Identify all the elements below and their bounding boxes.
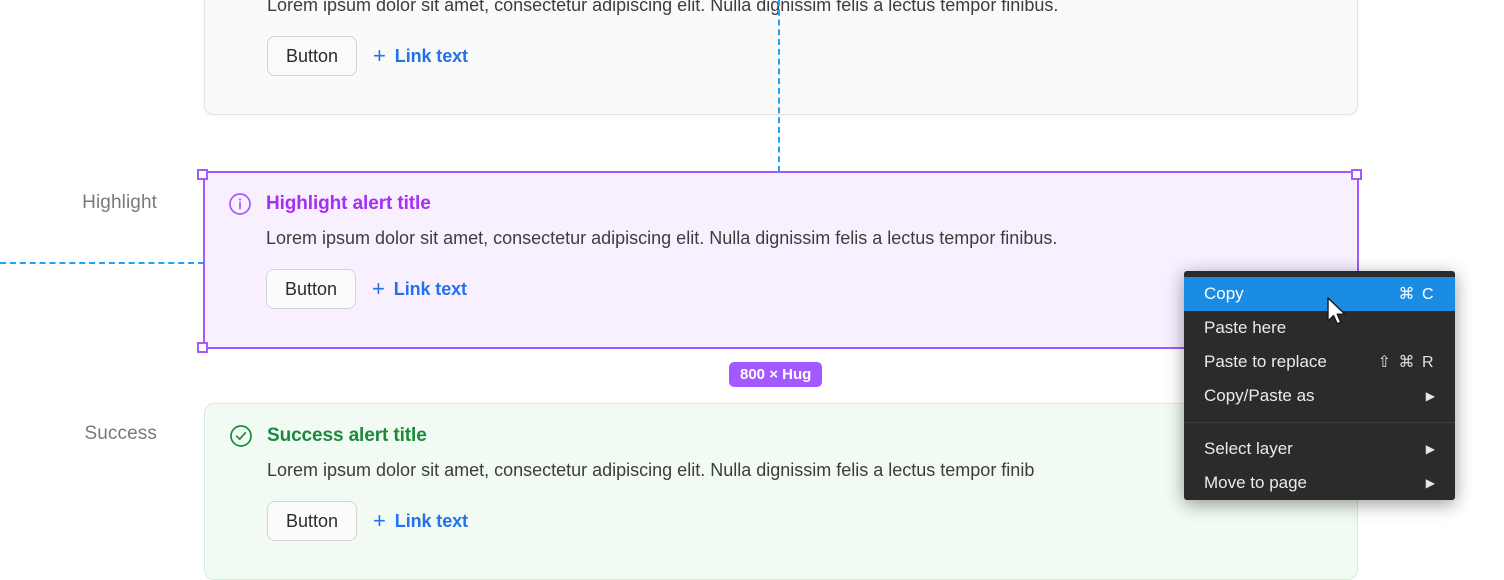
context-menu-item-label: Paste to replace [1204,352,1327,371]
context-menu-item-select-layer[interactable]: Select layer ▶ [1184,432,1455,466]
row-label-highlight: Highlight [82,192,157,213]
row-label-success: Success [84,423,157,444]
alert-actions: Button + Link text [266,269,1334,309]
alert-link[interactable]: + Link text [373,508,468,533]
context-menu-item-paste-to-replace[interactable]: Paste to replace ⇧ ⌘ R [1184,345,1455,379]
alignment-guide-horizontal [0,262,204,264]
alert-body-text: Lorem ipsum dolor sit amet, consectetur … [267,0,1059,15]
alert-actions: Button + Link text [267,501,1333,541]
submenu-arrow-icon: ▶ [1425,476,1435,490]
alert-body-text: Lorem ipsum dolor sit amet, consectetur … [267,460,1035,480]
context-menu-item-label: Copy [1204,284,1244,303]
context-menu-item-label: Move to page [1204,473,1308,492]
alert-link-label: Link text [393,278,467,299]
context-menu-item-copy-paste-as[interactable]: Copy/Paste as ▶ [1184,379,1455,413]
alert-title: Success alert title [267,425,427,446]
selection-handle-top-left[interactable] [197,169,208,180]
info-circle-icon [228,192,252,216]
context-menu-item-paste-here[interactable]: Paste here [1184,311,1455,345]
alert-card-neutral: Lorem ipsum dolor sit amet, consectetur … [204,0,1358,115]
alert-actions: Button + Link text [267,36,1333,76]
plus-icon: + [373,43,386,68]
check-circle-icon [229,424,253,448]
alert-button[interactable]: Button [267,36,358,76]
alert-card-highlight[interactable]: Highlight alert title Lorem ipsum dolor … [204,172,1358,348]
context-menu-item-label: Paste here [1204,318,1287,337]
submenu-arrow-icon: ▶ [1425,442,1435,456]
context-menu-item-label: Select layer [1204,439,1293,458]
alert-button[interactable]: Button [267,501,358,541]
alert-body-text: Lorem ipsum dolor sit amet, consectetur … [266,228,1058,248]
submenu-arrow-icon: ▶ [1425,389,1435,403]
context-menu-item-label: Copy/Paste as [1204,386,1315,405]
selection-size-badge: 800 × Hug [729,362,823,387]
alert-button[interactable]: Button [266,269,357,309]
alert-title: Highlight alert title [266,193,431,214]
alert-link[interactable]: + Link text [372,276,467,301]
alert-link-label: Link text [394,510,468,531]
alignment-guide-vertical [778,0,780,172]
context-menu-item-shortcut: ⌘ C [1398,286,1435,303]
plus-icon: + [373,508,386,533]
context-menu-separator [1184,422,1455,423]
selection-handle-top-right[interactable] [1351,169,1362,180]
alert-link-label: Link text [394,45,468,66]
alert-header: Success alert title [229,424,1333,448]
context-menu-item-copy[interactable]: Copy ⌘ C [1184,277,1455,311]
context-menu-item-shortcut: ⇧ ⌘ R [1377,354,1435,371]
alert-link[interactable]: + Link text [373,43,468,68]
alert-header: Highlight alert title [228,192,1334,216]
selection-handle-bottom-left[interactable] [197,342,208,353]
context-menu-item-move-to-page[interactable]: Move to page ▶ [1184,466,1455,500]
plus-icon: + [372,276,385,301]
